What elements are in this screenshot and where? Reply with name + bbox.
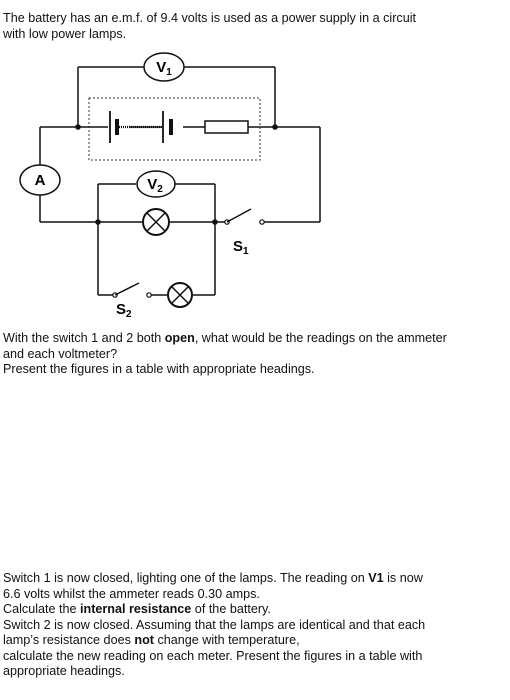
- cell-icon: [109, 111, 119, 143]
- q2-line-1-start: Switch 1 is now closed, lighting one of …: [3, 571, 369, 585]
- voltmeter-v1: V1: [143, 52, 185, 82]
- q1-open-emphasis: open: [164, 331, 195, 345]
- intro-line-1: The battery has an e.m.f. of 9.4 volts i…: [3, 11, 416, 25]
- svg-text:S2: S2: [116, 301, 132, 320]
- q2-v1-emphasis: V1: [368, 571, 384, 585]
- q2-line-2: 6.6 volts whilst the ammeter reads 0.30 …: [3, 586, 260, 601]
- q1-line-2: and each voltmeter?: [3, 346, 118, 361]
- q2-line-6: calculate the new reading on each meter.…: [3, 648, 423, 663]
- q1-line-1-end: , what would be the readings on the amme…: [194, 331, 447, 345]
- switch-s1: S1: [224, 208, 265, 257]
- svg-text:V2: V2: [147, 176, 163, 195]
- battery-enclosure: [88, 97, 261, 161]
- svg-text:S1: S1: [233, 238, 249, 257]
- lamp-icon: [142, 208, 170, 236]
- svg-text:A: A: [35, 172, 46, 189]
- q2-not-emphasis: not: [134, 633, 154, 647]
- q2-line-3-start: Calculate the: [3, 602, 81, 616]
- intro-line-2: with low power lamps.: [3, 26, 127, 41]
- switch-s2: S2: [112, 282, 152, 320]
- resistor-icon: [204, 120, 249, 134]
- q1-line-3: Present the figures in a table with appr…: [3, 362, 315, 376]
- q2-line-4: Switch 2 is now closed. Assuming that th…: [3, 617, 426, 632]
- q2-internal-resistance-emphasis: internal resistance: [80, 602, 192, 616]
- q2-line-5-end: change with temperature,: [153, 633, 300, 647]
- q2-line-1-end: is now: [383, 571, 423, 585]
- junction-dots: [75, 124, 278, 225]
- question-2: Switch 1 is now closed, lighting one of …: [3, 571, 503, 680]
- intro-text: The battery has an e.m.f. of 9.4 volts i…: [3, 11, 503, 42]
- ammeter: A: [19, 164, 61, 196]
- q2-line-5-start: lamp’s resistance does: [3, 633, 135, 647]
- svg-text:V1: V1: [156, 59, 172, 78]
- question-1: With the switch 1 and 2 both open, what …: [3, 331, 503, 378]
- lamp-icon: [167, 282, 193, 308]
- circuit-diagram: V1 A V2 S1 S2: [19, 52, 321, 320]
- q2-line-7: appropriate headings.: [3, 664, 125, 678]
- voltmeter-v2: V2: [136, 170, 176, 198]
- cell-icon: [162, 111, 173, 143]
- q2-line-3-end: of the battery.: [191, 602, 271, 616]
- q1-line-1-start: With the switch 1 and 2 both: [3, 331, 165, 345]
